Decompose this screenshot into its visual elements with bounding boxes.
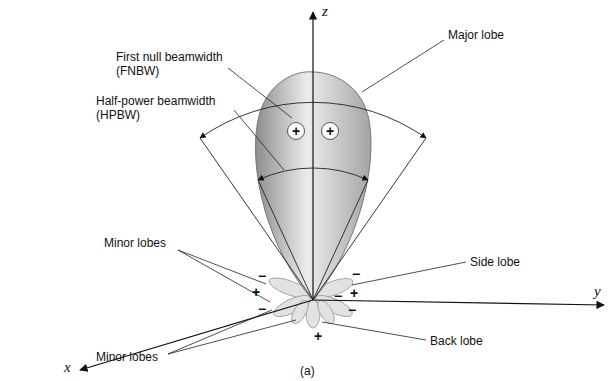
sign: − — [352, 267, 360, 281]
sign-text: + — [326, 124, 334, 138]
callout-label: First null beamwidth (FNBW) — [116, 50, 241, 78]
figure-tag: (a) — [300, 364, 315, 378]
sign: − — [334, 289, 342, 303]
axis-label: z — [322, 4, 328, 18]
callout-label: Minor lobes — [96, 350, 158, 364]
sign: + — [314, 329, 322, 343]
sign-circle: + — [321, 122, 339, 140]
sign: + — [252, 285, 260, 299]
sign: − — [258, 269, 266, 283]
sign: − — [348, 303, 356, 317]
callout-label: Minor lobes — [104, 236, 166, 250]
sign-text: + — [292, 124, 300, 138]
callout-label: Back lobe — [430, 334, 483, 348]
callout-label: Half-power beamwidth (HPBW) — [96, 94, 232, 122]
sign: + — [350, 286, 358, 300]
callout-label: Major lobe — [448, 28, 504, 42]
sign-circle: + — [287, 122, 305, 140]
sign: − — [258, 302, 266, 316]
callout-label: Side lobe — [470, 255, 520, 269]
axis-label: y — [594, 284, 601, 298]
axis-label: x — [64, 360, 71, 374]
